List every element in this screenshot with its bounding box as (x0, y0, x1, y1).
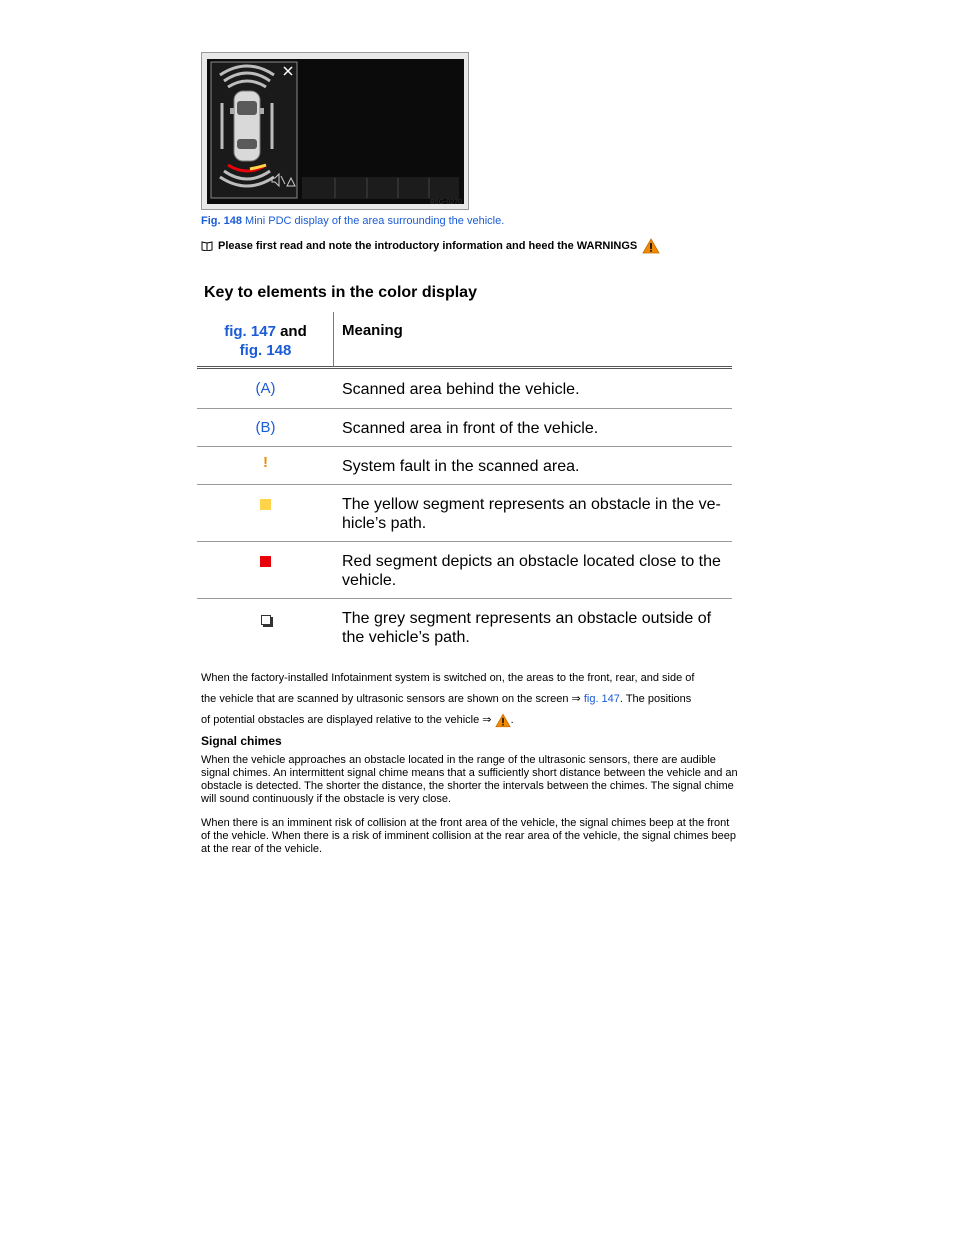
meaning-a: Scanned area behind the vehicle. (342, 381, 580, 398)
intro-text: Please first read and note the introduct… (218, 240, 638, 252)
meaning-yellow: The yellow segment represents an obstacl… (342, 496, 721, 532)
speaker-mute-icon[interactable] (271, 172, 286, 188)
key-table: fig. 147 and fig. 148 Meaning (A) Scanne… (197, 312, 732, 657)
table-row: Red segment depicts an obstacle located … (197, 542, 732, 599)
header-figure-refs: fig. 147 and fig. 148 (197, 322, 334, 360)
vehicle-icon (230, 90, 264, 162)
para1-line2-start: the vehicle that are scanned by ultrason… (201, 693, 584, 705)
warning-icon[interactable] (642, 238, 660, 254)
paragraph-signal-chimes: When the vehicle approaches an obstacle … (201, 754, 738, 805)
pdc-figure: B5G-0270 (201, 52, 469, 210)
para1-line3: of potential obstacles are displayed rel… (201, 714, 495, 726)
table-title: Key to elements in the color display (204, 284, 477, 301)
front-sensor-segments (219, 64, 275, 89)
intro-note: Please first read and note the introduct… (201, 238, 660, 254)
link-fig-148[interactable]: fig. 148 (239, 342, 292, 359)
key-fault: ! (263, 454, 268, 471)
table-row: The yellow segment represents an obstacl… (197, 485, 732, 542)
table-row: The grey segment represents an obstacle … (197, 599, 732, 657)
figure-caption-text: Mini PDC display of the area surrounding… (241, 215, 505, 227)
para1-line3-end: . (510, 714, 514, 726)
book-icon (201, 241, 213, 251)
paragraph-display-info: When the factory-installed Infotainment … (201, 668, 741, 731)
header-and: and (275, 323, 307, 340)
figure-number: Fig. 148 (201, 215, 242, 227)
header-meaning: Meaning (342, 322, 403, 339)
figure-caption: Fig. 148 Mini PDC display of the area su… (201, 215, 504, 227)
table-row: ! System fault in the scanned area. (197, 447, 732, 485)
subheading-signal-chimes: Signal chimes (201, 734, 282, 748)
meaning-fault: System fault in the scanned area. (342, 458, 580, 475)
warning-icon[interactable] (494, 713, 511, 728)
table-row: (A) Scanned area behind the vehicle. (197, 369, 732, 409)
key-b: (B) (255, 419, 276, 436)
meaning-b: Scanned area in front of the vehicle. (342, 420, 599, 437)
table-header: fig. 147 and fig. 148 Meaning (197, 312, 732, 369)
table-row: (B) Scanned area in front of the vehicle… (197, 409, 732, 447)
yellow-square-icon (260, 499, 271, 510)
warning-icon (286, 176, 296, 187)
link-fig-147[interactable]: fig. 147 (224, 323, 276, 340)
link-fig-147-inline[interactable]: fig. 147 (583, 693, 620, 705)
para1-line2-end: . The positions (619, 693, 692, 705)
meaning-grey: The grey segment represents an obstacle … (342, 610, 712, 646)
para1-line1: When the factory-installed Infotainment … (201, 672, 695, 684)
side-sensor-segments (220, 103, 274, 149)
meaning-red: Red segment depicts an obstacle located … (342, 553, 721, 589)
rear-sensor-segments (219, 163, 275, 188)
close-icon[interactable] (283, 66, 293, 76)
screen-button-bar (302, 177, 459, 199)
figure-code: B5G-0270 (430, 199, 462, 206)
pdc-display-illustration (207, 59, 464, 204)
red-square-icon (260, 556, 271, 567)
key-a: (A) (255, 380, 276, 397)
grey-square-icon (260, 615, 271, 625)
paragraph-collision-risk: When there is an imminent risk of collis… (201, 817, 736, 855)
